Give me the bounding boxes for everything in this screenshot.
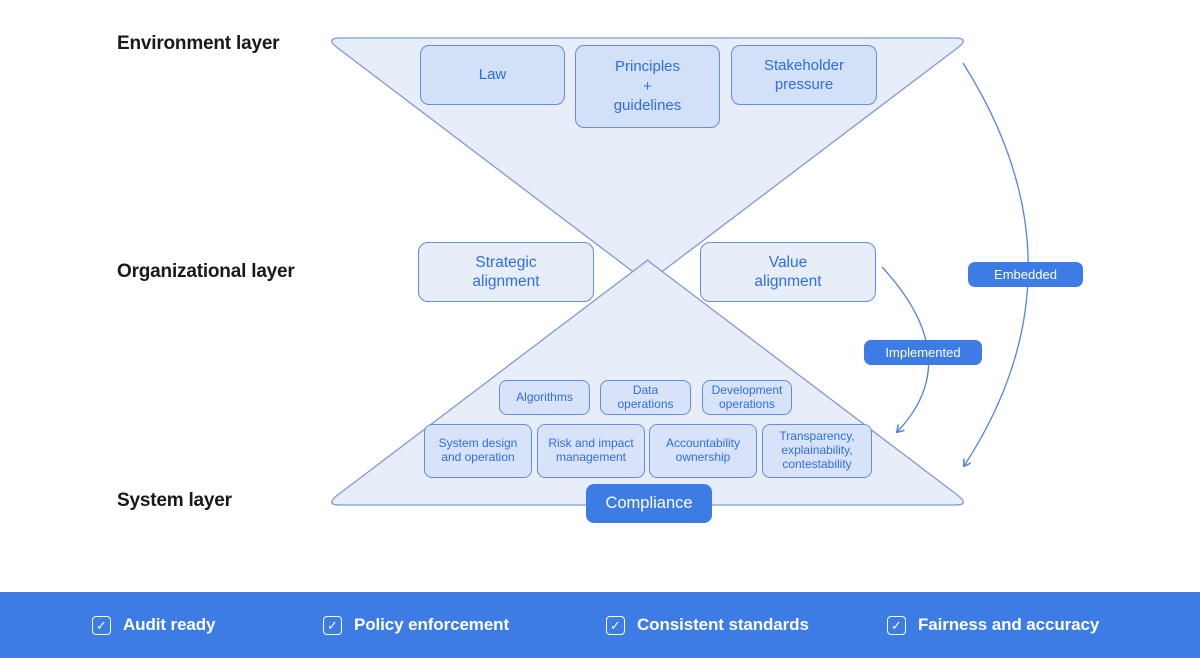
footer-item-label: Consistent standards bbox=[637, 615, 809, 634]
checkbox-icon: ✓ bbox=[606, 615, 625, 635]
implemented-badge: Implemented bbox=[864, 340, 982, 365]
principles-guidelines-box: Principles + guidelines bbox=[575, 45, 720, 128]
system-layer-label: System layer bbox=[117, 490, 232, 511]
checkbox-icon: ✓ bbox=[887, 615, 906, 635]
embedded-badge: Embedded bbox=[968, 262, 1083, 287]
algorithms-box: Algorithms bbox=[499, 380, 590, 415]
compliance-badge: Compliance bbox=[586, 484, 712, 523]
checkbox-icon: ✓ bbox=[323, 615, 342, 635]
stakeholder-pressure-box: Stakeholder pressure bbox=[731, 45, 877, 105]
footer-item-fairness-accuracy: ✓ Fairness and accuracy bbox=[887, 615, 1099, 635]
risk-impact-management-box: Risk and impact management bbox=[537, 424, 645, 478]
checkbox-icon: ✓ bbox=[92, 615, 111, 635]
development-operations-box: Development operations bbox=[702, 380, 792, 415]
transparency-explainability-contestability-box: Transparency, explainability, contestabi… bbox=[762, 424, 872, 478]
benefits-footer-bar: ✓ Audit ready ✓ Policy enforcement ✓ Con… bbox=[0, 592, 1200, 658]
footer-item-label: Fairness and accuracy bbox=[918, 615, 1100, 634]
organizational-layer-label: Organizational layer bbox=[117, 261, 295, 282]
value-alignment-box: Value alignment bbox=[700, 242, 876, 302]
system-design-operation-box: System design and operation bbox=[424, 424, 532, 478]
accountability-ownership-box: Accountability ownership bbox=[649, 424, 757, 478]
environment-layer-label: Environment layer bbox=[117, 33, 280, 54]
hourglass-diagram: Environment layer Organizational layer S… bbox=[117, 33, 1083, 523]
footer-item-label: Policy enforcement bbox=[354, 615, 510, 634]
footer-item-policy-enforcement: ✓ Policy enforcement bbox=[323, 615, 509, 635]
footer-item-audit-ready: ✓ Audit ready bbox=[92, 615, 216, 635]
footer-item-consistent-standards: ✓ Consistent standards bbox=[606, 615, 809, 635]
law-box: Law bbox=[420, 45, 565, 105]
data-operations-box: Data operations bbox=[600, 380, 691, 415]
footer-item-label: Audit ready bbox=[123, 615, 216, 634]
strategic-alignment-box: Strategic alignment bbox=[418, 242, 594, 302]
